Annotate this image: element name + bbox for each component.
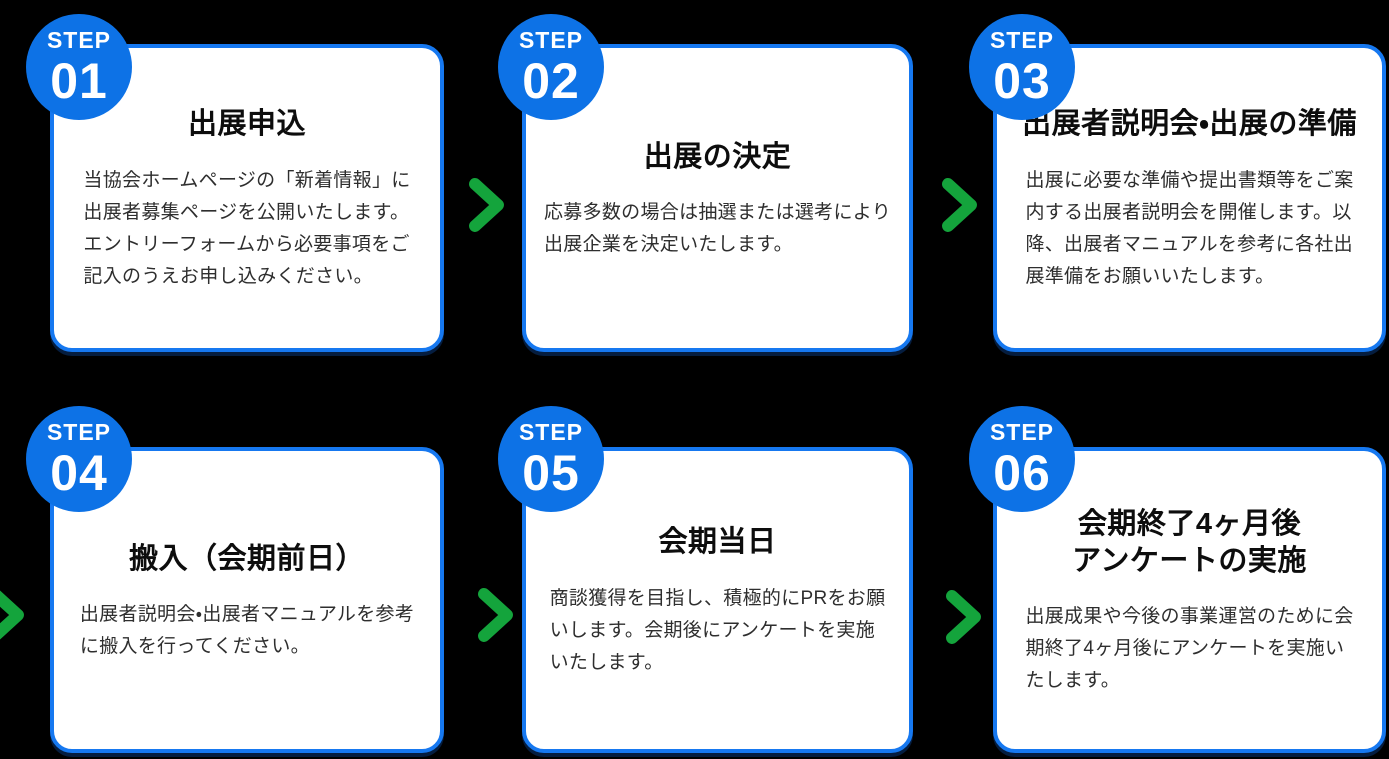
step-description: 出展者説明会・出展者マニュアルを参考 に搬入を行ってください。 (79, 603, 415, 658)
step-badge-number: 04 (50, 444, 108, 501)
step-card-02: STEP 02 出展の決定 応募多数の場合は抽選または選考により 出展企業を決定… (498, 14, 913, 352)
step-description: 出展成果や今後の事業運営のために会 期終了4ヶ月後にアンケートを実施い たします… (1025, 605, 1354, 692)
step-card-06: STEP 06 会期終了4ヶ月後 アンケートの実施 出展成果や今後の事業運営のた… (969, 406, 1386, 753)
step-description: 当協会ホームページの「新着情報」に 出展者募集ページを公開いたします。 エントリ… (83, 169, 411, 288)
step-description: 出展に必要な準備や提出書類等をご案 内する出展者説明会を開催します。以 降、出展… (1025, 169, 1354, 288)
step-badge-number: 05 (522, 444, 580, 501)
chevron-right-icon (0, 587, 26, 643)
step-badge-02: STEP 02 (498, 14, 604, 120)
step-title: 搬入（会期前日） (128, 542, 365, 575)
step-title: 会期終了4ヶ月後 アンケートの実施 (1072, 508, 1307, 577)
step-card-01: STEP 01 出展申込 当協会ホームページの「新着情報」に 出展者募集ページを… (26, 14, 444, 352)
step-badge-label: STEP (518, 26, 584, 53)
step-card-04: STEP 04 搬入（会期前日） 出展者説明会・出展者マニュアルを参考 に搬入を… (26, 406, 444, 753)
step-badge-number: 01 (50, 52, 108, 109)
step-badge-06: STEP 06 (969, 406, 1075, 512)
step-badge-label: STEP (46, 26, 112, 53)
chevron-right-icon (945, 589, 983, 645)
step-badge-04: STEP 04 (26, 406, 132, 512)
step-badge-03: STEP 03 (969, 14, 1075, 120)
chevron-right-icon (941, 177, 979, 233)
step-description: 商談獲得を目指し、積極的にPRをお願 いします。会期後にアンケートを実施 いたし… (549, 587, 886, 674)
step-badge-number: 03 (993, 52, 1051, 109)
step-title: 会期当日 (658, 526, 777, 559)
step-card-03: STEP 03 出展者説明会・出展の準備 出展に必要な準備や提出書類等をご案 内… (969, 14, 1386, 352)
step-badge-number: 06 (993, 444, 1051, 501)
step-card-05: STEP 05 会期当日 商談獲得を目指し、積極的にPRをお願 いします。会期後… (498, 406, 913, 753)
step-title: 出展者説明会・出展の準備 (1022, 108, 1357, 141)
step-badge-number: 02 (522, 52, 580, 109)
step-description: 応募多数の場合は抽選または選考により 出展企業を決定いたします。 (543, 201, 892, 256)
chevron-right-icon (468, 177, 506, 233)
step-title: 出展の決定 (643, 140, 792, 173)
step-badge-05: STEP 05 (498, 406, 604, 512)
step-badge-label: STEP (46, 418, 112, 445)
step-badge-label: STEP (989, 26, 1055, 53)
step-badge-label: STEP (518, 418, 584, 445)
step-title: 出展申込 (187, 108, 306, 141)
step-badge-01: STEP 01 (26, 14, 132, 120)
step-badge-label: STEP (989, 418, 1055, 445)
chevron-right-icon (477, 587, 515, 643)
